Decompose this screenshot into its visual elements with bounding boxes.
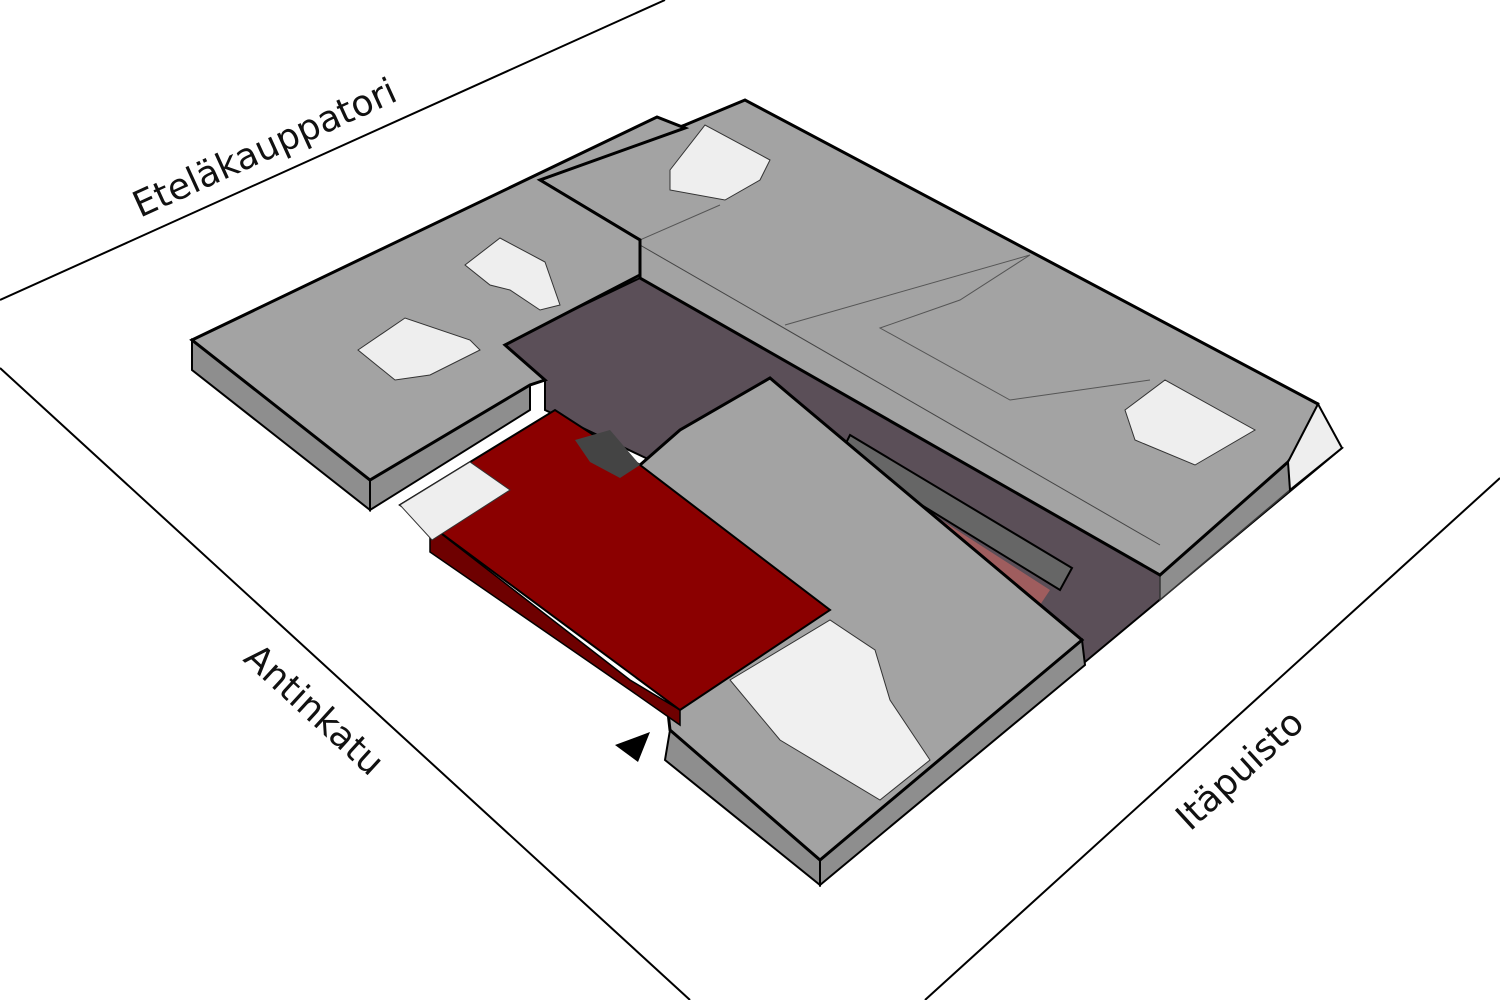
street-line-antinkatu	[0, 367, 691, 1000]
street-label-itapuisto: Itäpuisto	[1168, 702, 1312, 839]
north-west-wing	[189, 115, 690, 513]
south-block	[638, 376, 1087, 888]
stair-core-east	[1124, 379, 1257, 466]
stair-core-south	[729, 619, 931, 801]
street-line-itapuisto	[924, 477, 1500, 1000]
stair-core-west-upper	[464, 237, 561, 311]
highlighted-premises	[398, 408, 832, 727]
street-line-etelakauppatori	[0, 0, 666, 301]
entrance-arrow-icon	[615, 732, 650, 762]
north-east-wing	[536, 98, 1344, 602]
stair-core-west-lower	[357, 317, 481, 381]
stair-core-north	[669, 124, 771, 201]
street-label-etelakauppatori: Eteläkauppatori	[127, 71, 403, 226]
street-label-antinkatu: Antinkatu	[236, 636, 392, 784]
